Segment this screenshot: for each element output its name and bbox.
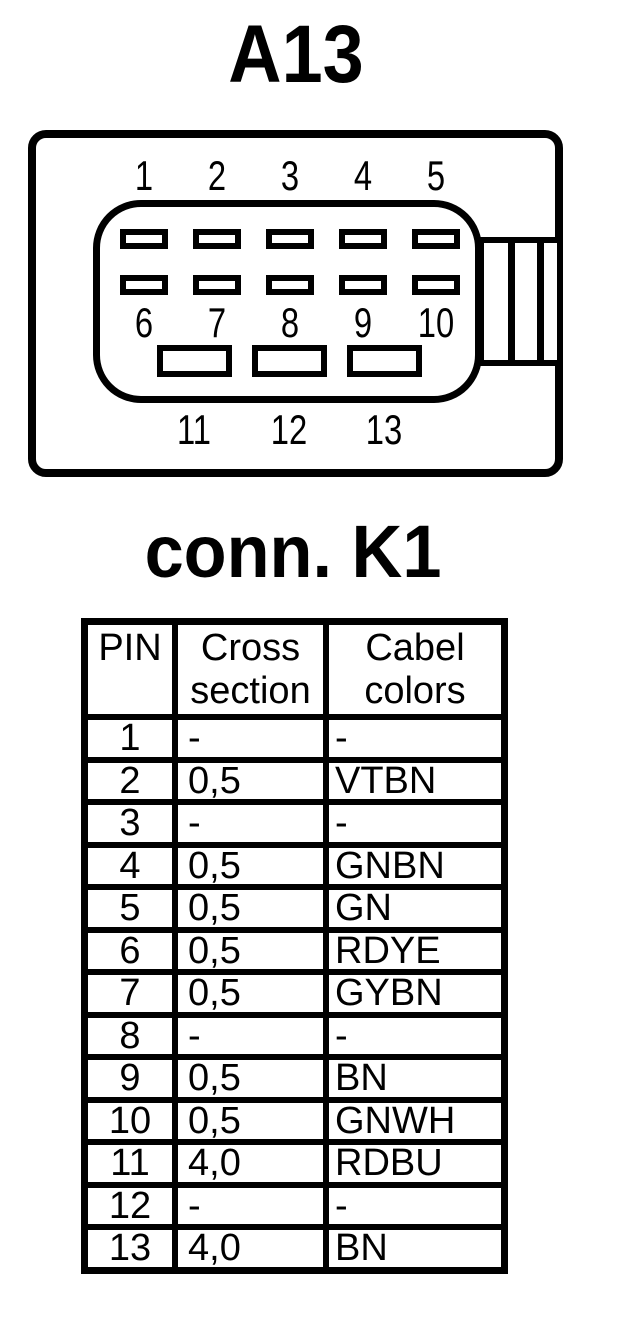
- pin-number-label: 1: [134, 152, 154, 199]
- col-header-cable-colors: Cabel colors: [329, 625, 501, 714]
- pin-slot: [120, 275, 168, 295]
- pin-number-cell: 4: [88, 847, 172, 884]
- cross-section-cell: 0,5: [178, 1102, 323, 1139]
- cross-section-cell: -: [178, 804, 323, 842]
- cable-color-cell: GNBN: [329, 847, 501, 884]
- cross-section-cell: 4,0: [178, 1144, 323, 1182]
- pin-slot-large: [347, 345, 422, 377]
- pin-number-label: 8: [280, 299, 300, 346]
- pin-number-cell: 13: [88, 1229, 172, 1267]
- pin-number-label: 7: [207, 299, 227, 346]
- pin-slot: [193, 275, 241, 295]
- col-header-cross-section: Cross section: [178, 625, 323, 714]
- cross-section-cell: -: [178, 1187, 323, 1224]
- pin-number-cell: 6: [88, 932, 172, 969]
- cable-color-cell: RDBU: [329, 1144, 501, 1182]
- pin-number-cell: 12: [88, 1187, 172, 1224]
- cable-color-cell: BN: [329, 1059, 501, 1097]
- pin-slot: [412, 229, 460, 249]
- key-rib-line: [508, 243, 515, 360]
- cross-section-cell: 0,5: [178, 1059, 323, 1097]
- cable-color-cell: GYBN: [329, 974, 501, 1012]
- cross-section-cell: 0,5: [178, 889, 323, 927]
- cross-section-cell: 4,0: [178, 1229, 323, 1267]
- pin-slot: [339, 275, 387, 295]
- pin-number-label: 2: [207, 152, 227, 199]
- pin-number-cell: 7: [88, 974, 172, 1012]
- cross-section-cell: 0,5: [178, 932, 323, 969]
- cable-color-cell: VTBN: [329, 762, 501, 799]
- key-rib-line: [537, 243, 544, 360]
- cable-color-cell: -: [329, 804, 501, 842]
- pin-slot-large: [252, 345, 327, 377]
- pin-number-cell: 2: [88, 762, 172, 799]
- pin-slot: [339, 229, 387, 249]
- pin-number-label: 9: [353, 299, 373, 346]
- pin-slot-large: [157, 345, 232, 377]
- pin-number-label: 10: [417, 299, 455, 346]
- cross-section-cell: 0,5: [178, 762, 323, 799]
- pin-slot: [266, 229, 314, 249]
- cable-color-cell: BN: [329, 1229, 501, 1267]
- pin-number-label: 11: [176, 406, 212, 453]
- cable-color-cell: RDYE: [329, 932, 501, 969]
- cable-color-cell: GNWH: [329, 1102, 501, 1139]
- pin-slot: [193, 229, 241, 249]
- connector-key-ribs: [478, 237, 563, 366]
- cable-color-cell: GN: [329, 889, 501, 927]
- cable-color-cell: -: [329, 1187, 501, 1224]
- pin-number-cell: 1: [88, 719, 172, 757]
- connector-name-subtitle: conn. K1: [144, 510, 442, 593]
- cable-color-cell: -: [329, 1017, 501, 1054]
- pin-number-label: 12: [270, 406, 308, 453]
- cross-section-cell: 0,5: [178, 974, 323, 1012]
- pin-number-cell: 3: [88, 804, 172, 842]
- pin-number-label: 4: [353, 152, 373, 199]
- col-header-pin: PIN: [88, 625, 172, 714]
- pin-number-cell: 8: [88, 1017, 172, 1054]
- pin-number-label: 3: [280, 152, 300, 199]
- pin-number-cell: 9: [88, 1059, 172, 1097]
- pin-number-cell: 11: [88, 1144, 172, 1182]
- pin-number-label: 13: [365, 406, 403, 453]
- cross-section-cell: -: [178, 719, 323, 757]
- pin-slot: [412, 275, 460, 295]
- pin-number-cell: 10: [88, 1102, 172, 1139]
- cross-section-cell: 0,5: [178, 847, 323, 884]
- pin-number-label: 5: [426, 152, 446, 199]
- cross-section-cell: -: [178, 1017, 323, 1054]
- pin-slot: [120, 229, 168, 249]
- pin-number-cell: 5: [88, 889, 172, 927]
- pin-assignment-table: PIN Cross section Cabel colors 1 - - 2 0…: [81, 618, 508, 1274]
- cable-color-cell: -: [329, 719, 501, 757]
- connector-id-title: A13: [228, 9, 364, 100]
- pin-slot: [266, 275, 314, 295]
- pin-number-label: 6: [134, 299, 154, 346]
